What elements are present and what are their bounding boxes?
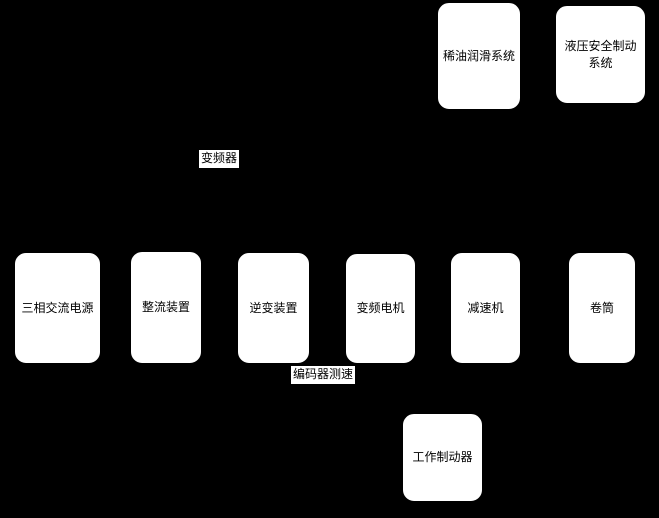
node-label-variable-frequency-motor: 变频电机 bbox=[356, 301, 405, 316]
node-label-inverter-device: 逆变装置 bbox=[249, 300, 298, 315]
label-encoder-speed-measure: 编码器测速 bbox=[291, 366, 356, 384]
node-label-speed-reducer: 减速机 bbox=[467, 300, 504, 315]
node-inverter-device: 逆变装置 bbox=[237, 252, 310, 364]
node-label-drum: 卷筒 bbox=[589, 300, 614, 315]
node-speed-reducer: 减速机 bbox=[450, 252, 521, 364]
node-label-three-phase-ac-power: 三相交流电源 bbox=[21, 300, 94, 315]
node-variable-frequency-motor: 变频电机 bbox=[345, 253, 416, 364]
node-three-phase-ac-power: 三相交流电源 bbox=[14, 252, 101, 364]
node-drum: 卷筒 bbox=[568, 252, 636, 364]
node-label-hydraulic-safety-brake-system: 液压安全制动系统 bbox=[564, 38, 637, 70]
node-label-rectifier-device: 整流装置 bbox=[141, 300, 190, 315]
node-working-brake: 工作制动器 bbox=[402, 413, 483, 502]
node-label-oil-lubrication-system: 稀油润滑系统 bbox=[442, 48, 515, 63]
node-rectifier-device: 整流装置 bbox=[130, 251, 202, 364]
node-label-working-brake: 工作制动器 bbox=[412, 450, 473, 465]
label-frequency-converter: 变频器 bbox=[199, 150, 240, 168]
node-oil-lubrication-system: 稀油润滑系统 bbox=[437, 2, 521, 110]
node-hydraulic-safety-brake-system: 液压安全制动系统 bbox=[555, 5, 646, 104]
